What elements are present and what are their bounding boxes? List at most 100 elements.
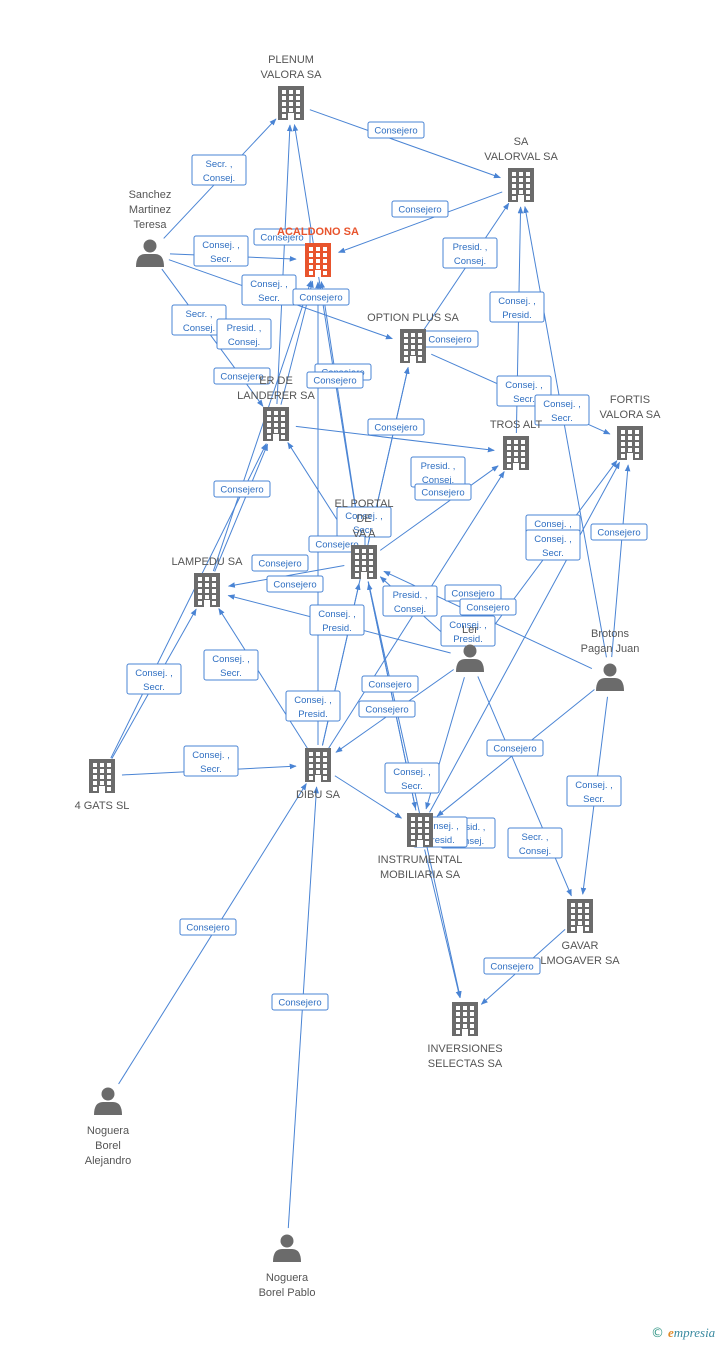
edge-label-landerer-tros[interactable]: Consejero xyxy=(367,418,425,436)
building-window xyxy=(463,1018,467,1022)
edge-label-text: Secr. xyxy=(353,525,375,536)
edge-label-text: Consej. , xyxy=(534,519,572,530)
edge-label-text: Secr. xyxy=(143,682,165,693)
building-window xyxy=(526,196,530,200)
node-tros[interactable]: TROS ALT xyxy=(490,419,543,470)
edge-label-box xyxy=(414,483,472,501)
edge-label-box xyxy=(367,121,425,139)
node-lampedu[interactable]: LAMPEDU SA xyxy=(172,556,244,607)
node-label: Martinez xyxy=(129,204,171,216)
building-icon xyxy=(263,407,289,441)
edge-label-portal-tros[interactable]: Presid. ,Consej. xyxy=(410,456,466,488)
edge-label-text: Consejero xyxy=(368,680,411,691)
person-head xyxy=(603,663,617,677)
building-window xyxy=(198,595,202,599)
building-window xyxy=(289,108,293,112)
brand-logo[interactable]: empresia xyxy=(668,1325,715,1341)
edge-label-gavar-inversiones[interactable]: Consejero xyxy=(483,957,541,975)
edge-label-sanchez-plenum[interactable]: Secr. ,Consej. xyxy=(191,154,247,186)
edge-label-text: Secr. xyxy=(220,668,242,679)
edge-label-portal-lampedu[interactable]: Consejero xyxy=(251,554,309,572)
edge-label-plenum-valorval[interactable]: Consejero xyxy=(367,121,425,139)
edge-label-gats-landerer[interactable]: Consej. ,Secr. xyxy=(203,649,259,681)
node-dibu[interactable]: DIBU SA xyxy=(296,748,341,801)
edge-label-brotons-instrumental[interactable]: Consej. ,Secr. xyxy=(183,745,239,777)
person-body xyxy=(136,254,164,267)
edge-label-valorval-acaldono[interactable]: Consejero xyxy=(391,200,449,218)
node-ler[interactable]: Ler xyxy=(456,624,484,672)
building-window xyxy=(323,265,327,269)
edge-label-lampedu-acaldono[interactable]: Consejero xyxy=(213,367,271,385)
edge-label-text: Consej. , xyxy=(393,767,431,778)
edge-label-portal-instrumental[interactable]: Consejero xyxy=(361,675,419,693)
edge-label-text: Consej. , xyxy=(498,296,536,307)
edge-label-ler-gavar[interactable]: Secr. ,Consej. xyxy=(507,827,563,859)
edge-label-brotons-gavar[interactable]: Consej. ,Secr. xyxy=(566,775,622,807)
edge-label-ler-dibu[interactable]: Consej. ,Presid. xyxy=(440,615,496,647)
building-icon xyxy=(508,168,534,202)
building-window xyxy=(107,769,111,773)
edge-label-landerer-plenum[interactable]: Presid. ,Consej. xyxy=(216,318,272,350)
edge-label-gats-lampedu[interactable]: Consej. ,Secr. xyxy=(126,663,182,695)
node-option[interactable]: OPTION PLUS SA xyxy=(367,312,460,363)
building-window xyxy=(198,583,202,587)
edge-label-brotons-fortis[interactable]: Consejero xyxy=(590,523,648,541)
edge-label-gats-dibu[interactable]: Consej. ,Secr. xyxy=(384,762,440,794)
edge-label-dibu-lampedu[interactable]: Consejero xyxy=(266,575,324,593)
node-gats[interactable]: 4 GATS SL xyxy=(75,759,130,812)
building-window xyxy=(628,448,632,452)
edge-label-option-valorval[interactable]: Presid. ,Consej. xyxy=(442,237,498,269)
edge-label-brotons-valorval[interactable]: Consej. ,Secr. xyxy=(534,394,590,426)
edge-label-sanchez-acaldono[interactable]: Consej. ,Secr. xyxy=(193,235,249,267)
node-acaldono[interactable]: ACALDONO SA xyxy=(277,226,359,277)
edge-label-sanchez-option[interactable]: Consej. ,Secr. xyxy=(241,274,297,306)
edge-label-instrumental-portal[interactable]: Consejero xyxy=(459,598,517,616)
edge-label-box xyxy=(590,523,648,541)
edge-label-nogueraP-dibu[interactable]: Consejero xyxy=(271,993,329,1011)
building-icon xyxy=(503,436,529,470)
edge-label-ler-portal[interactable]: Presid. ,Consej. xyxy=(382,585,438,617)
edge-label-portal-landerer[interactable]: Consejero xyxy=(306,371,364,389)
building-window xyxy=(526,190,530,194)
edge-label-dibu-option[interactable]: Consejero xyxy=(421,330,479,348)
node-label: PLENUM xyxy=(268,54,314,66)
building-window xyxy=(309,764,313,768)
building-window xyxy=(355,573,359,577)
building-window xyxy=(309,253,313,257)
edge-label-tros-valorval[interactable]: Consej. ,Presid. xyxy=(489,291,545,323)
edge-label-nogueraA-dibu[interactable]: Consejero xyxy=(179,918,237,936)
edge-label-dibu-tros[interactable]: Consejero xyxy=(414,483,472,501)
building-window xyxy=(205,589,209,593)
building-window xyxy=(521,440,525,444)
edge-label-text: Consej. , xyxy=(575,780,613,791)
edge-label-dibu-instrumental[interactable]: Consejero xyxy=(358,700,416,718)
edge-label-dibu-acaldono[interactable]: Consej. ,Presid. xyxy=(285,690,341,722)
edge-label-lampedu-landerer[interactable]: Consejero xyxy=(213,480,271,498)
building-window xyxy=(404,339,408,343)
edge-label-landerer-acaldono[interactable]: Consejero xyxy=(253,228,311,246)
edge-label-text: Consejero xyxy=(315,540,358,551)
edge-label-ler-lampedu[interactable]: Consej. ,Presid. xyxy=(309,604,365,636)
node-label: INVERSIONES xyxy=(427,1043,502,1055)
node-label: Teresa xyxy=(133,219,167,231)
building-window xyxy=(507,440,511,444)
building-window xyxy=(512,184,516,188)
edge-label-text: Consejero xyxy=(260,233,303,244)
edge-label-ler-instrumental[interactable]: Consejero xyxy=(486,739,544,757)
edge-label-ler-fortis[interactable]: Consej. ,Secr. xyxy=(525,529,581,561)
building-window xyxy=(289,96,293,100)
building-window xyxy=(282,114,286,118)
edge-label-portal-acaldono[interactable]: Consejero xyxy=(292,288,350,306)
